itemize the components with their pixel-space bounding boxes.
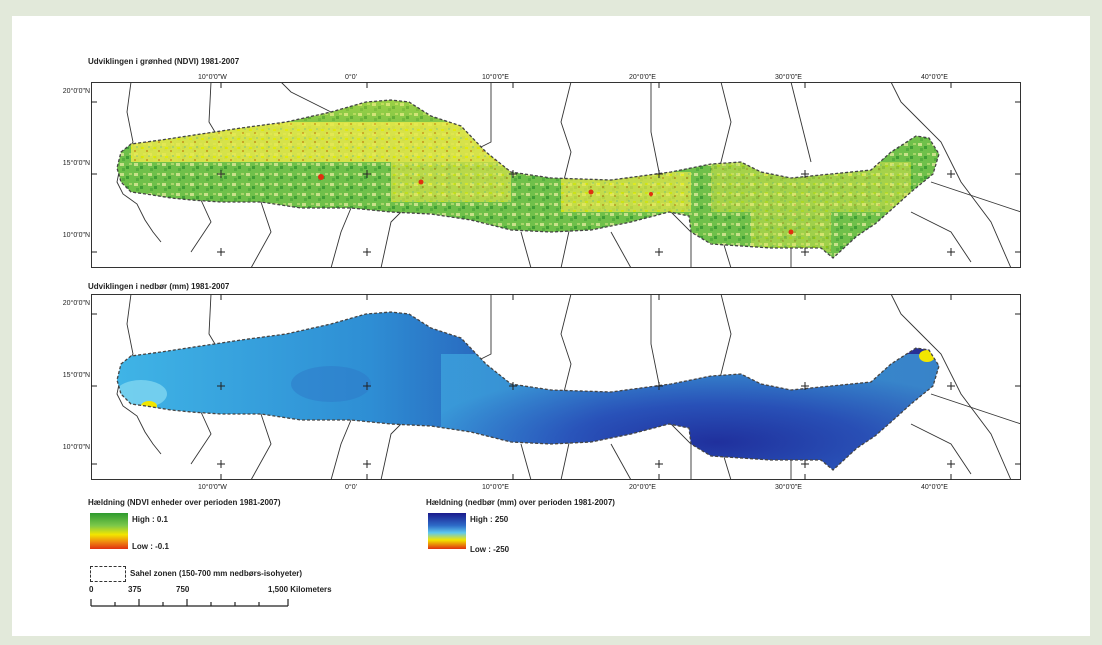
map2-bottom-label-2: 10°0'0"E <box>482 484 509 491</box>
map1-top-label-4: 30°0'0"E <box>775 74 802 81</box>
figure-sheet: Udviklingen i grønhed (NDVI) 1981-2007 1… <box>12 16 1090 636</box>
map2-left-label-0: 20°0'0"N <box>62 300 90 307</box>
ndvi-low-label: Low : -0.1 <box>132 542 169 551</box>
map1-top-label-3: 20°0'0"E <box>629 74 656 81</box>
map2-bottom-label-0: 10°0'0"W <box>198 484 227 491</box>
map1-top-label-2: 10°0'0"E <box>482 74 509 81</box>
rain-color-ramp <box>428 513 466 549</box>
map1-left-label-0: 20°0'0"N <box>62 88 90 95</box>
ndvi-color-ramp <box>90 513 128 549</box>
rain-high-label: High : 250 <box>470 515 509 524</box>
scale-tick-0: 0 <box>89 585 94 594</box>
map1-top-label-5: 40°0'0"E <box>921 74 948 81</box>
sahel-legend-swatch <box>90 566 126 582</box>
ndvi-legend-title: Hældning (NDVI enheder over perioden 198… <box>88 498 281 507</box>
scale-bar <box>90 599 289 607</box>
map1-left-label-2: 10°0'0"N <box>62 232 90 239</box>
ndvi-high-label: High : 0.1 <box>132 515 169 524</box>
map2-left-label-1: 15°0'0"N <box>62 372 90 379</box>
map2-left-label-2: 10°0'0"N <box>62 444 90 451</box>
rain-legend-title: Hældning (nedbør (mm) over perioden 1981… <box>426 498 615 507</box>
map1-top-label-1: 0°0' <box>345 74 357 81</box>
scale-tick-1500: 1,500 Kilometers <box>268 585 332 594</box>
sahel-legend-label: Sahel zonen (150-700 mm nedbørs-isohyete… <box>130 569 303 578</box>
map2-bottom-label-4: 30°0'0"E <box>775 484 802 491</box>
rain-low-label: Low : -250 <box>470 545 510 554</box>
map2-bottom-label-1: 0°0' <box>345 484 357 491</box>
scale-tick-375: 375 <box>128 585 142 594</box>
map1-title: Udviklingen i grønhed (NDVI) 1981-2007 <box>88 57 240 66</box>
map2-bottom-label-3: 20°0'0"E <box>629 484 656 491</box>
ndvi-map <box>91 82 1021 268</box>
map1-top-label-0: 10°0'0"W <box>198 74 227 81</box>
scale-tick-750: 750 <box>176 585 190 594</box>
map2-title: Udviklingen i nedbør (mm) 1981-2007 <box>88 282 230 291</box>
rainfall-map <box>91 294 1021 480</box>
map1-left-label-1: 15°0'0"N <box>62 160 90 167</box>
map2-bottom-label-5: 40°0'0"E <box>921 484 948 491</box>
